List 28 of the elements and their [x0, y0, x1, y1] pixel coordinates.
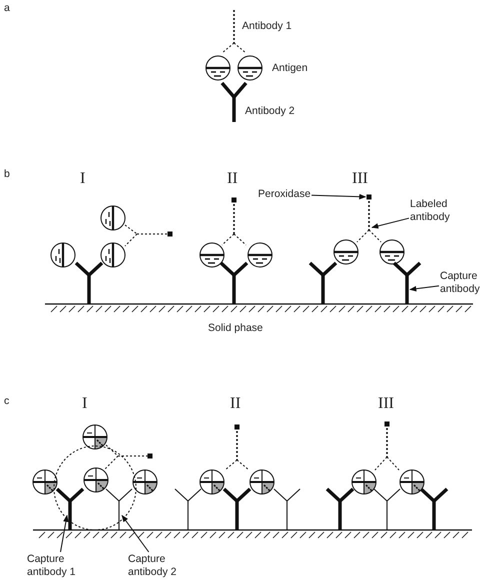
leader-arrow [122, 514, 150, 552]
antibody-icon [392, 262, 422, 304]
panel-numeral: I [80, 170, 86, 188]
text-label: Antibody 2 [245, 105, 295, 118]
peroxidase-marker [366, 194, 372, 200]
leader-arrow [311, 194, 366, 200]
panel-numeral: III [352, 170, 368, 188]
text-label: a [4, 2, 10, 15]
text-label: Antigen [272, 62, 308, 75]
callout-label: Capture antibody 1 [27, 553, 89, 579]
leader-arrow [371, 218, 410, 229]
callout-label: Capture antibody [440, 270, 485, 296]
callout-label: Peroxidase [258, 188, 311, 201]
callout-label: Capture antibody 2 [128, 553, 190, 579]
leader-arrow [60, 514, 69, 552]
leader-arrow [409, 285, 440, 292]
antibody-icon [106, 488, 132, 530]
antibody-icon [56, 488, 84, 530]
panel-numeral: I [82, 395, 88, 413]
text-label: c [4, 395, 10, 408]
panel-numeral: II [230, 395, 241, 413]
callout-label: Labeled antibody [410, 198, 465, 224]
panel-numeral: III [378, 395, 394, 413]
panel-numeral: II [227, 170, 238, 188]
antibody-icon [356, 201, 382, 242]
text-label: Solid phase [208, 322, 263, 335]
text-label: b [4, 168, 10, 181]
text-label: Antibody 1 [242, 20, 292, 33]
